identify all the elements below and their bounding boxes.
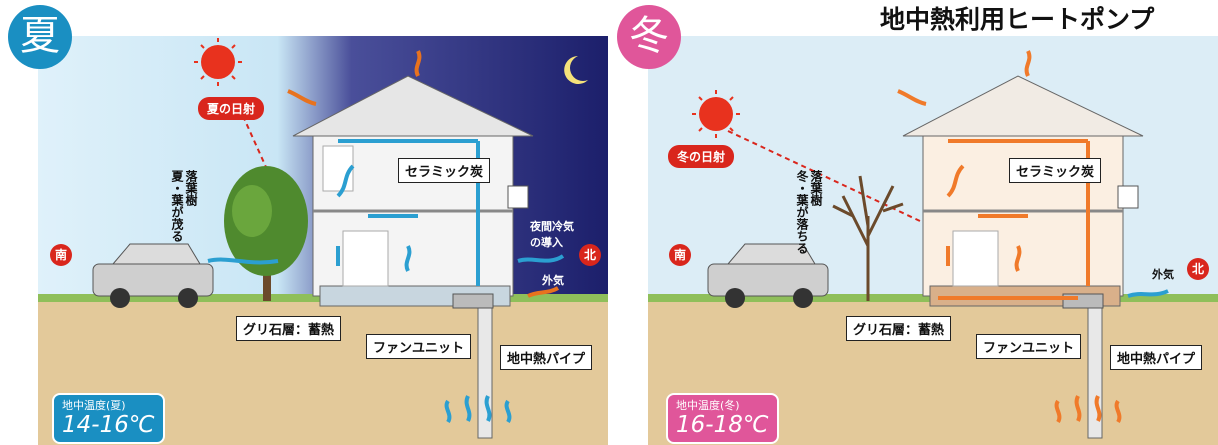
winter-tree-label: 落葉樹 冬・葉が落ちる bbox=[795, 170, 823, 254]
winter-panel bbox=[648, 36, 1218, 445]
summer-gravel-label: グリ石層：蓄熱 bbox=[236, 316, 342, 341]
car-icon bbox=[707, 243, 829, 308]
summer-diagram bbox=[38, 36, 608, 445]
summer-tree-label: 落葉樹 夏・葉が茂る bbox=[170, 170, 198, 242]
winter-north-marker: 北 bbox=[1187, 258, 1209, 280]
summer-ceramic-label: セラミック炭 bbox=[398, 158, 491, 183]
summer-badge: 夏 bbox=[8, 5, 72, 69]
airflow-arrows bbox=[207, 139, 565, 424]
winter-pipe-label: 地中熱パイプ bbox=[1110, 345, 1203, 370]
winter-temp-label: 地中温度(冬) bbox=[676, 399, 740, 412]
winter-gravel-label: グリ石層：蓄熱 bbox=[846, 316, 952, 341]
winter-badge: 冬 bbox=[617, 5, 681, 69]
summer-south-marker: 南 bbox=[50, 244, 72, 266]
winter-fan-unit-label: ファンユニット bbox=[976, 334, 1082, 359]
sun-icon bbox=[201, 45, 235, 79]
winter-temp-value: 16-18℃ bbox=[676, 412, 769, 438]
summer-sun-label: 夏の日射 bbox=[198, 97, 265, 120]
bare-tree-icon bbox=[832, 175, 904, 301]
car-icon bbox=[92, 243, 214, 308]
page-title: 地中熱利用ヒートポンプ bbox=[880, 5, 1155, 34]
winter-temp-box: 地中温度(冬) 16-18℃ bbox=[666, 393, 779, 444]
summer-panel bbox=[38, 36, 608, 445]
winter-ceramic-label: セラミック炭 bbox=[1009, 158, 1102, 183]
winter-outside-air-label: 外気 bbox=[1152, 268, 1174, 281]
sun-icon bbox=[699, 97, 733, 131]
airflow-arrows bbox=[897, 50, 1122, 424]
summer-fan-unit-label: ファンユニット bbox=[366, 334, 472, 359]
summer-pipe-label: 地中熱パイプ bbox=[500, 345, 593, 370]
summer-temp-value: 14-16℃ bbox=[62, 412, 155, 438]
winter-sun-label: 冬の日射 bbox=[668, 145, 735, 168]
sun-ray bbox=[727, 130, 1049, 282]
winter-south-marker: 南 bbox=[669, 244, 691, 266]
summer-outside-air-label: 外気 bbox=[542, 274, 564, 287]
summer-night-air-label: 夜間冷気 の導入 bbox=[530, 220, 574, 249]
summer-north-marker: 北 bbox=[579, 244, 601, 266]
winter-diagram bbox=[648, 36, 1218, 445]
summer-temp-label: 地中温度(夏) bbox=[62, 399, 126, 412]
sun-ray bbox=[242, 115, 271, 177]
moon-icon bbox=[564, 56, 588, 84]
summer-temp-box: 地中温度(夏) 14-16℃ bbox=[52, 393, 165, 444]
